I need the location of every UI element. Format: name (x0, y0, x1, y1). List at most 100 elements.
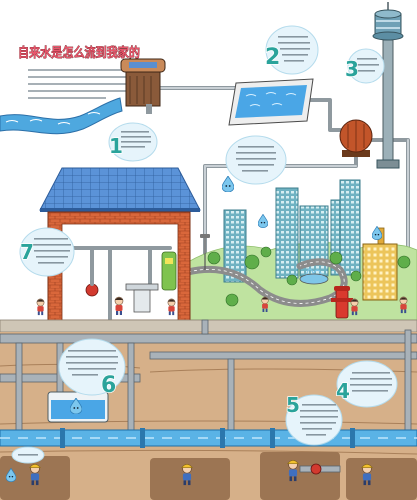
fire-hydrant-icon (331, 286, 353, 319)
center-speech-bubble (225, 135, 287, 185)
vertical-pipe (404, 329, 412, 432)
river (0, 97, 123, 135)
caption-line (66, 356, 118, 358)
house-eave (40, 208, 200, 212)
water-intake-station (120, 58, 166, 114)
trees (207, 246, 411, 307)
tree (225, 293, 239, 307)
highway-markings (187, 261, 345, 304)
caption-line (121, 131, 149, 133)
highway (184, 258, 348, 307)
maintenance-tunnels (0, 452, 417, 500)
caption-line (300, 422, 336, 424)
caption-line (280, 48, 310, 50)
caption-line (350, 378, 392, 380)
tree (286, 274, 298, 286)
cloud (19, 227, 75, 277)
pump-base (342, 150, 370, 157)
house-sink (125, 283, 159, 291)
tunnel (346, 458, 417, 500)
cloud (265, 25, 319, 75)
step-7-bubble: 7 (19, 227, 75, 277)
street-lamp (200, 234, 210, 270)
caption-line (302, 428, 332, 430)
hydrant-body (335, 289, 349, 319)
skyscraper (339, 179, 361, 276)
caption-line (18, 454, 38, 456)
tree (397, 255, 411, 269)
step-6-bubble: 6 (58, 338, 126, 399)
skyscraper (223, 209, 247, 283)
intro-line (28, 69, 140, 71)
caption-line (357, 70, 375, 72)
step-5-bubble: 5 (285, 392, 343, 446)
vertical-pipe (227, 358, 235, 432)
intake-body (125, 69, 161, 107)
step-3-bubble: 3 (344, 48, 385, 84)
water-tank-cutaway (47, 391, 109, 423)
tree (350, 270, 362, 282)
water-heater-panel (165, 258, 173, 264)
caption-line (68, 350, 116, 352)
cloud (225, 135, 287, 185)
pipe-joint (270, 428, 275, 448)
caption-line (242, 170, 268, 172)
vertical-pipe (201, 319, 209, 335)
tree (244, 254, 260, 270)
intro-line (28, 97, 106, 99)
caption-line (121, 146, 145, 148)
water-heater (161, 251, 177, 291)
caption-line (357, 58, 377, 60)
cloud (347, 48, 385, 84)
tower-base (376, 159, 400, 169)
caption-line (36, 256, 68, 258)
step-1-bubble: 1 (108, 122, 158, 162)
tree (207, 251, 221, 265)
step-2-bubble: 2 (264, 25, 319, 75)
intake-pipe (146, 104, 152, 114)
caption-line (300, 410, 338, 412)
pipe-joint (140, 428, 145, 448)
caption-line (238, 146, 274, 148)
river-waves (5, 112, 101, 125)
pipe-joint (60, 428, 65, 448)
water-tower-icon (372, 2, 404, 169)
caption-line (72, 374, 98, 376)
small-speech-bubble (11, 446, 45, 464)
pool-waves (245, 92, 297, 107)
caption-line (34, 250, 70, 252)
pump-icon (339, 119, 373, 157)
hydrant-outlets (331, 298, 353, 302)
vertical-pipe (127, 342, 135, 432)
river-water (0, 97, 123, 135)
house-pipes (68, 246, 172, 324)
pipe-joint (220, 428, 225, 448)
caption-line (306, 434, 326, 436)
intro-paragraph (28, 69, 140, 99)
intake-window (129, 62, 157, 68)
intro-line (28, 76, 140, 78)
tower-pod-top (374, 9, 402, 19)
caption-line (302, 404, 336, 406)
caption-line (352, 372, 390, 374)
caption-line (284, 60, 304, 62)
skyscraper (275, 187, 299, 279)
water-main (0, 428, 417, 448)
fountain (299, 268, 329, 285)
step-number: 2 (265, 45, 280, 70)
tower-pod-bottom (372, 31, 404, 41)
pipe-joint (350, 428, 355, 448)
caption-line (352, 390, 388, 392)
step-number: 7 (20, 240, 34, 264)
pump-ribs (347, 120, 365, 152)
main-gray-pipe (0, 333, 417, 344)
step-number: 4 (336, 379, 350, 403)
step-number: 1 (109, 134, 123, 158)
caption-line (278, 42, 310, 44)
gray-pipe (149, 351, 417, 360)
intro-line (28, 90, 138, 92)
caption-line (121, 136, 151, 138)
tower-shaft (382, 39, 394, 163)
cloud (58, 338, 126, 396)
step-4-bubble: 4 (335, 360, 398, 408)
